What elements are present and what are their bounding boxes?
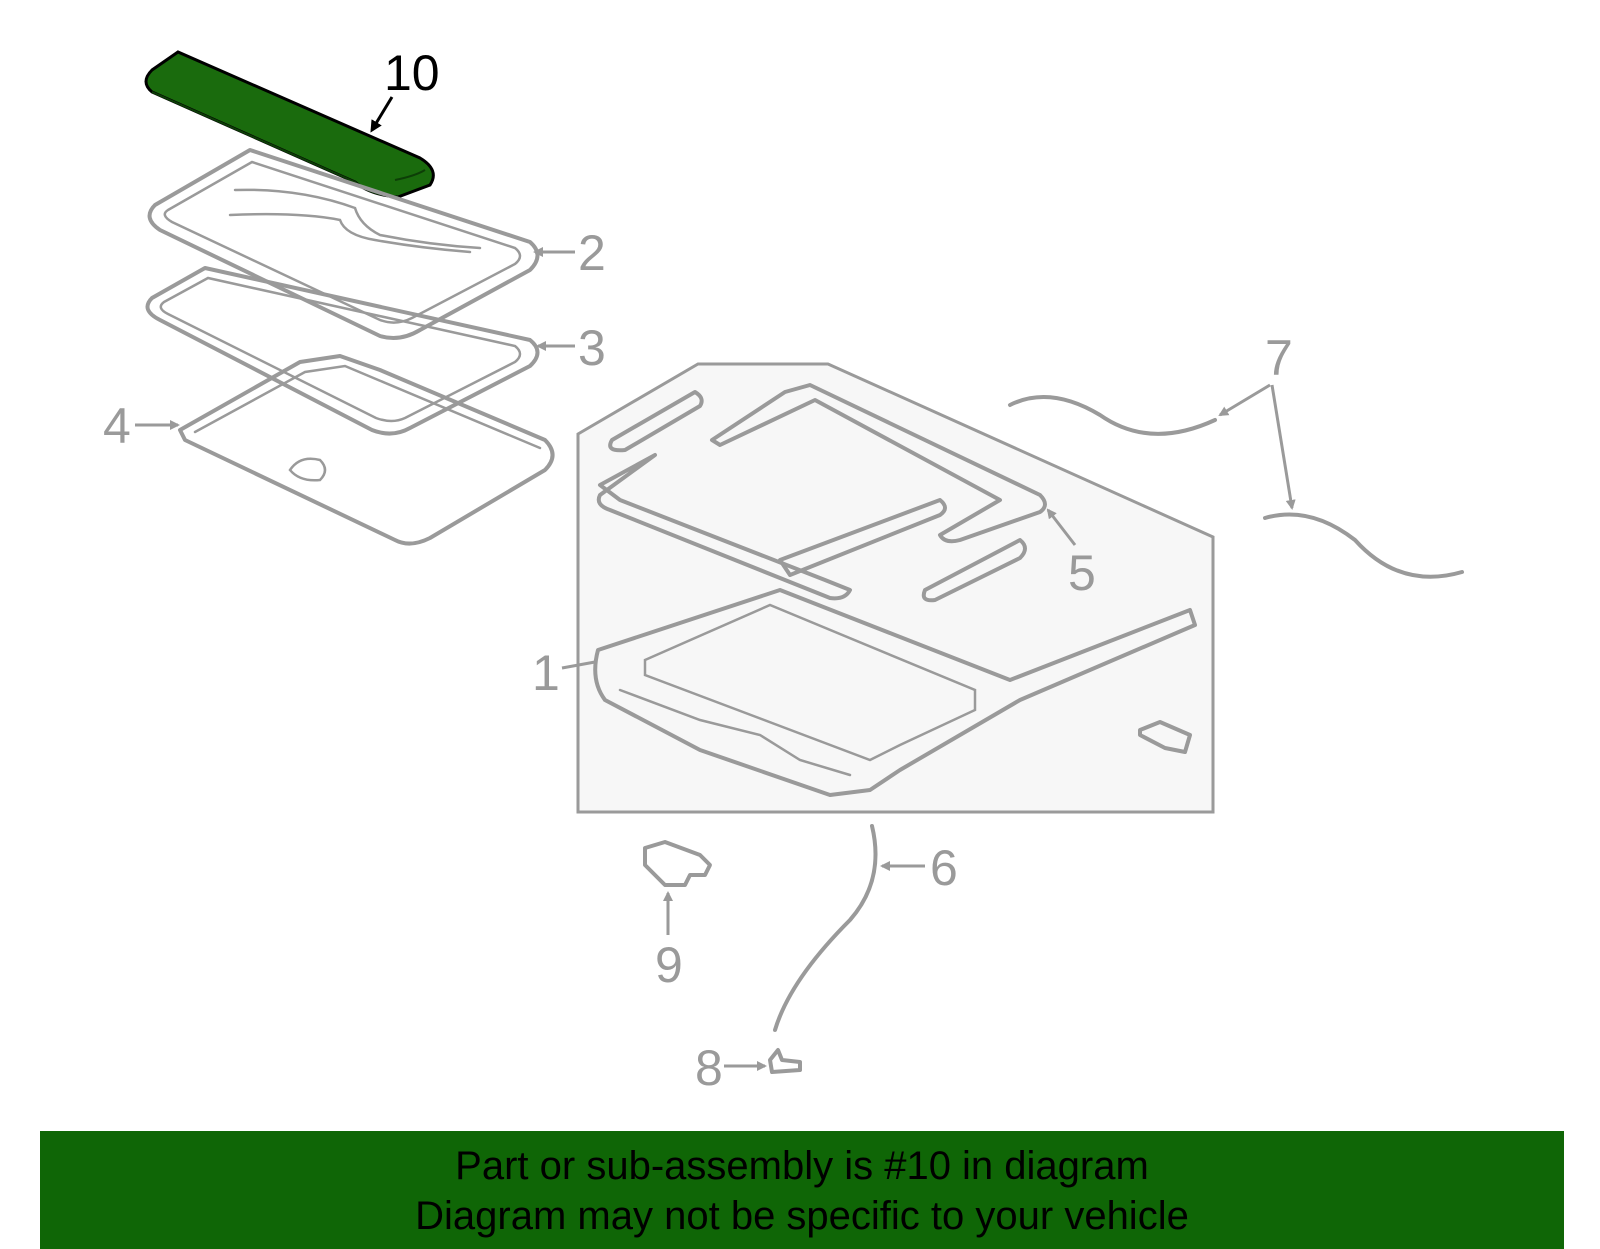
callout-numbers: 2 3 4 1 5 7 6 9 8 10	[103, 45, 1293, 1096]
callout-8: 8	[695, 1040, 723, 1096]
part-9-bracket[interactable]	[643, 840, 712, 887]
part-6-drain-hose[interactable]	[773, 824, 878, 1032]
callout-1: 1	[532, 645, 560, 701]
callout-3: 3	[578, 320, 606, 376]
callout-6: 6	[930, 840, 958, 896]
info-banner: Part or sub-assembly is #10 in diagram D…	[40, 1131, 1564, 1249]
part-3-seal[interactable]	[145, 266, 540, 436]
banner-line-1: Part or sub-assembly is #10 in diagram	[455, 1144, 1149, 1188]
callout-2: 2	[578, 225, 606, 281]
callout-4: 4	[103, 398, 131, 454]
banner-line-2: Diagram may not be specific to your vehi…	[415, 1194, 1189, 1238]
part-7-drain-hoses[interactable]	[1008, 395, 1464, 579]
callout-5: 5	[1068, 545, 1096, 601]
part-1-housing-box[interactable]	[576, 362, 1215, 814]
part-4-sunshade[interactable]	[178, 354, 555, 546]
part-8-clip[interactable]	[768, 1048, 802, 1074]
callout-10: 10	[384, 45, 440, 101]
callout-7: 7	[1265, 330, 1293, 386]
callout-leaders	[135, 96, 1296, 1071]
callout-9: 9	[655, 937, 683, 993]
